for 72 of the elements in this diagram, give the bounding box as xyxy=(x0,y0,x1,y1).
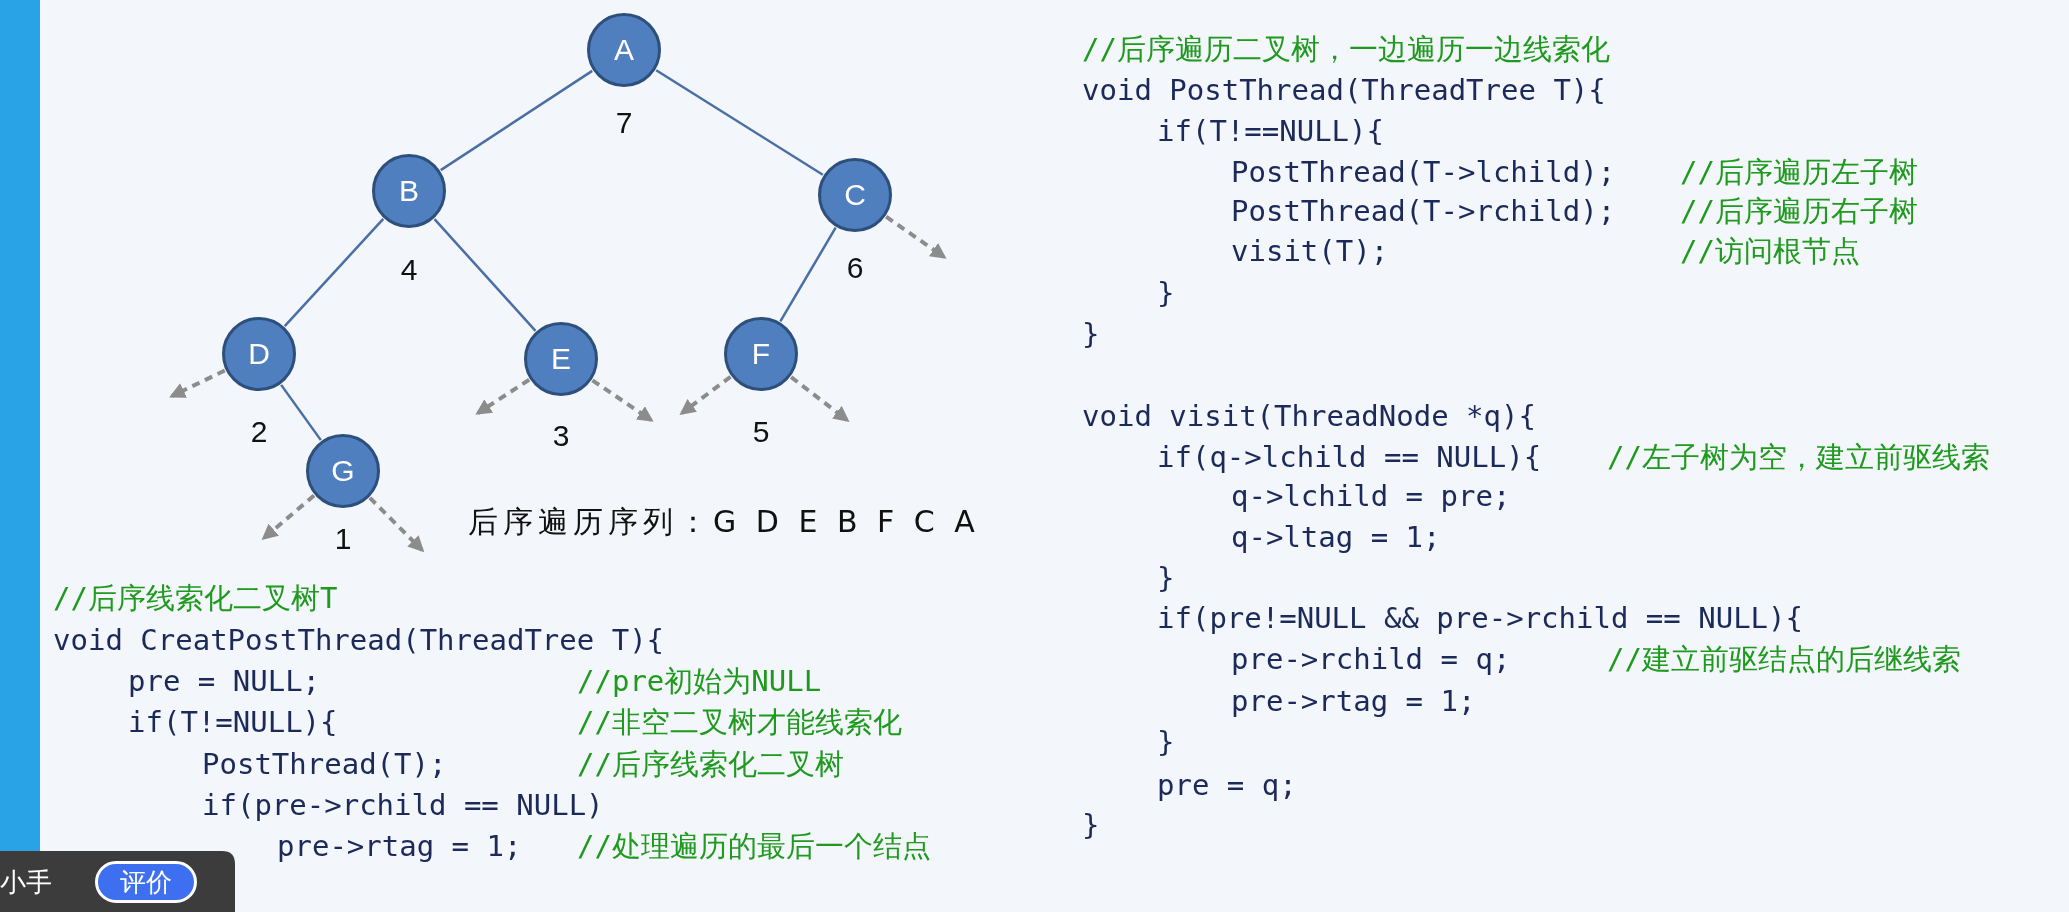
node-letter: B xyxy=(399,176,419,206)
order-number: 3 xyxy=(552,421,570,451)
node-letter: C xyxy=(844,180,866,210)
tree-node-circle xyxy=(372,154,446,228)
thread-arrow xyxy=(475,378,531,415)
tree-node-circle xyxy=(222,317,296,391)
node-letter: D xyxy=(248,339,270,369)
code-line: pre->rtag = 1; xyxy=(277,828,522,864)
tree-node-circle xyxy=(524,322,598,396)
code-line: PostThread(T->rchild); xyxy=(1231,193,1616,229)
order-number: 7 xyxy=(615,108,633,138)
order-number: 5 xyxy=(752,417,770,447)
code-line: if(T!==NULL){ xyxy=(1157,113,1384,149)
code-line: pre = NULL; xyxy=(128,663,321,699)
code-line: } xyxy=(1157,275,1175,311)
code-line: } xyxy=(1157,560,1175,596)
tree-node-circle xyxy=(818,158,892,232)
code-line: q->lchild = pre; xyxy=(1231,478,1511,514)
code-comment: //左子树为空，建立前驱线索 xyxy=(1607,439,1990,475)
code-comment: //后序遍历右子树 xyxy=(1680,193,1918,229)
code-line: if(q->lchild == NULL){ xyxy=(1157,439,1542,475)
tree-branch-line xyxy=(433,218,537,332)
node-letter: E xyxy=(551,344,571,374)
code-line: } xyxy=(1082,316,1100,352)
code-line: if(pre->rchild == NULL) xyxy=(202,787,604,823)
rate-button: 评价 xyxy=(95,861,197,903)
code-comment: //后序遍历左子树 xyxy=(1680,154,1918,190)
code-line: q->ltag = 1; xyxy=(1231,519,1441,555)
code-comment: //处理遍历的最后一个结点 xyxy=(577,828,931,864)
code-comment: //后序线索化二叉树T xyxy=(53,580,338,616)
code-line: visit(T); xyxy=(1231,233,1389,269)
tree-branch-line xyxy=(440,69,593,172)
code-comment: //访问根节点 xyxy=(1680,233,1860,269)
code-line: } xyxy=(1157,724,1175,760)
tree-branch-line xyxy=(280,384,322,441)
thread-arrow xyxy=(261,494,316,541)
order-number: 4 xyxy=(400,255,418,285)
code-line: if(T!=NULL){ xyxy=(128,704,338,740)
order-number: 6 xyxy=(846,253,864,283)
node-letter: A xyxy=(614,35,634,65)
node-letter: G xyxy=(331,456,355,486)
code-line: PostThread(T->lchild); xyxy=(1231,154,1616,190)
tree-branch-line xyxy=(779,227,837,322)
thread-arrow xyxy=(679,375,732,415)
thread-arrow xyxy=(591,378,654,422)
tree-branch-line xyxy=(283,218,385,327)
code-comment: //pre初始为NULL xyxy=(577,663,822,699)
code-line: PostThread(T); xyxy=(202,746,447,782)
player-text: 小手 xyxy=(0,866,52,899)
thread-arrow xyxy=(169,368,226,398)
traversal-sequence: 后序遍历序列：G D E B F C A xyxy=(468,504,980,540)
code-line: pre->rchild = q; xyxy=(1231,641,1511,677)
code-comment: //非空二叉树才能线索化 xyxy=(577,704,902,740)
code-line: pre = q; xyxy=(1157,767,1297,803)
node-letter: F xyxy=(751,339,771,369)
code-line: void PostThread(ThreadTree T){ xyxy=(1082,72,1606,108)
tree-branch-line xyxy=(655,69,824,176)
code-line: pre->rtag = 1; xyxy=(1231,683,1476,719)
code-comment: //后序遍历二叉树，一边遍历一边线索化 xyxy=(1082,31,1610,67)
code-line: if(pre!=NULL && pre->rchild == NULL){ xyxy=(1157,600,1803,636)
code-comment: //建立前驱结点的后继线索 xyxy=(1607,641,1961,677)
thread-arrow xyxy=(885,215,947,259)
code-line: void CreatPostThread(ThreadTree T){ xyxy=(53,622,665,658)
order-number: 2 xyxy=(250,417,268,447)
order-number: 1 xyxy=(334,524,352,554)
thread-arrow xyxy=(368,496,425,553)
code-comment: //后序线索化二叉树 xyxy=(577,746,844,782)
tree-node-circle xyxy=(724,317,798,391)
thread-arrow xyxy=(789,375,850,422)
code-line: void visit(ThreadNode *q){ xyxy=(1082,398,1536,434)
code-line: } xyxy=(1082,807,1100,843)
tree-node-circle xyxy=(306,434,380,508)
